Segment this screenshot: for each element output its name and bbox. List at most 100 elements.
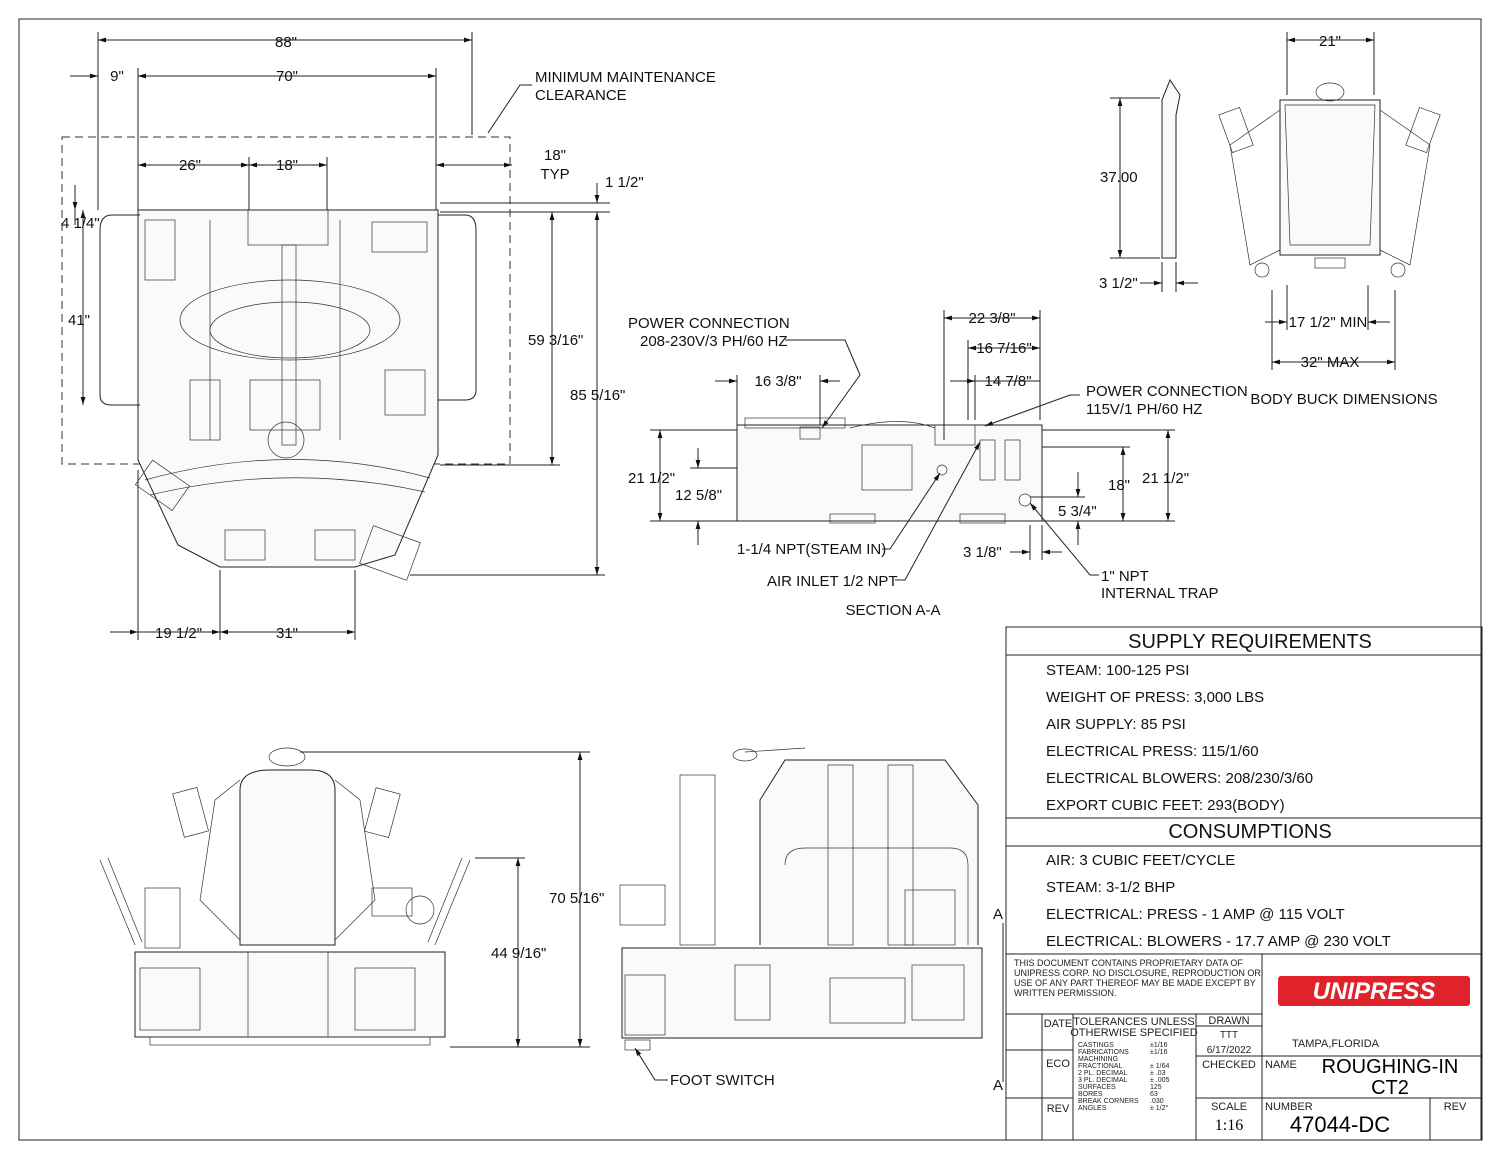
dim-26: 26" [179, 157, 201, 174]
proprietary-notice-line: WRITTEN PERMISSION. [1014, 988, 1117, 998]
side-view: FOOT SWITCH A A [619, 747, 1004, 1094]
right-handle [438, 214, 477, 401]
consumption-item: STEAM: 3-1/2 BHP [1046, 879, 1175, 896]
maintenance-clearance-label-1: MINIMUM MAINTENANCE [535, 69, 716, 86]
power-connection-1-title: POWER CONNECTION [628, 315, 790, 332]
dim-4-1-4: 4 1/4" [61, 215, 100, 232]
supply-item: AIR SUPPLY: 85 PSI [1046, 716, 1186, 733]
name-label: NAME [1265, 1059, 1297, 1071]
tolerance-row-value: ± 1/64 [1150, 1063, 1170, 1070]
dim-70-5-16: 70 5/16" [549, 890, 604, 907]
section-mark-top: A [993, 906, 1003, 923]
drawing-name-2: CT2 [1371, 1077, 1409, 1099]
dim-18-typ: 18" [544, 147, 566, 164]
drawn-date: 6/17/2022 [1207, 1045, 1252, 1056]
air-inlet-label: AIR INLET 1/2 NPT [767, 573, 898, 590]
location: TAMPA,FLORIDA [1292, 1038, 1380, 1050]
dim-14-7-8: 14 7/8" [984, 373, 1031, 390]
supply-title: SUPPLY REQUIREMENTS [1128, 631, 1372, 653]
dim-32-max: 32" MAX [1301, 354, 1360, 371]
consumptions-title: CONSUMPTIONS [1168, 821, 1331, 843]
proprietary-notice-line: UNIPRESS CORP. NO DISCLOSURE, REPRODUCTI… [1014, 968, 1261, 978]
dim-16-3-8: 16 3/8" [754, 373, 801, 390]
maintenance-clearance-outline [61, 136, 511, 465]
maintenance-clearance-label-2: CLEARANCE [535, 87, 627, 104]
title-block: THIS DOCUMENT CONTAINS PROPRIETARY DATA … [1005, 953, 1483, 1141]
supply-item: EXPORT CUBIC FEET: 293(BODY) [1046, 797, 1285, 814]
dim-5-3-4: 5 3/4" [1058, 503, 1097, 520]
rev-label-right: REV [1444, 1101, 1467, 1113]
top-view-body [137, 209, 439, 568]
unipress-logo [1278, 976, 1470, 1006]
rev-label: REV [1047, 1103, 1070, 1115]
tolerance-label-1: TOLERANCES UNLESS [1073, 1016, 1194, 1028]
dim-59-3-16: 59 3/16" [528, 332, 583, 349]
top-view: 88" 9" 70" 26" 18" 18" TYP MINIMUM MAINT… [61, 32, 716, 642]
buck-profile [1161, 78, 1181, 259]
tolerance-row-value: 125 [1150, 1084, 1162, 1091]
supply-item: STEAM: 100-125 PSI [1046, 662, 1189, 679]
dim-37: 37.00 [1100, 169, 1138, 186]
proprietary-notice-line: THIS DOCUMENT CONTAINS PROPRIETARY DATA … [1014, 958, 1243, 968]
tolerance-row-label: FRACTIONAL [1078, 1063, 1122, 1070]
buck-front [1279, 99, 1381, 256]
side-base [621, 947, 983, 1039]
dim-12-5-8: 12 5/8" [675, 487, 722, 504]
front-view: 70 5/16" 44 9/16" [99, 747, 604, 1048]
tolerance-row-label: SURFACES [1078, 1084, 1116, 1091]
dim-21-1-2-left: 21 1/2" [628, 470, 675, 487]
checked-label: CHECKED [1202, 1059, 1256, 1071]
number-label: NUMBER [1265, 1101, 1313, 1113]
power-connection-1-spec: 208-230V/3 PH/60 HZ [640, 333, 788, 350]
tolerance-row-value: ± 1/2° [1150, 1104, 1169, 1112]
tolerance-row-label: ANGLES [1078, 1105, 1107, 1112]
tolerance-row-label: CASTINGS [1078, 1042, 1114, 1049]
dim-22-3-8: 22 3/8" [968, 310, 1015, 327]
tolerance-label-2: OTHERWISE SPECIFIED [1070, 1027, 1198, 1039]
tolerance-row-label: BORES [1078, 1091, 1103, 1098]
logo-text: UNIPRESS [1313, 978, 1436, 1005]
drawn-label: DRAWN [1208, 1015, 1249, 1027]
dim-16-7-16: 16 7/16" [976, 340, 1031, 357]
drawing-number: 47044-DC [1290, 1112, 1390, 1137]
dim-19-1-2: 19 1/2" [155, 625, 202, 642]
tolerance-row-value: ± .005 [1150, 1077, 1170, 1084]
steam-inlet-label: 1-1/4 NPT(STEAM IN) [737, 541, 886, 558]
section-label: SECTION A-A [845, 602, 940, 619]
drawing-name-1: ROUGHING-IN [1322, 1056, 1459, 1078]
dim-18-section: 18" [1108, 477, 1130, 494]
front-buck [239, 769, 336, 946]
scale-value: 1:16 [1215, 1117, 1243, 1134]
supply-item: WEIGHT OF PRESS: 3,000 LBS [1046, 689, 1264, 706]
tolerance-row-value: .030 [1150, 1098, 1164, 1105]
consumption-item: ELECTRICAL: PRESS - 1 AMP @ 115 VOLT [1046, 906, 1345, 923]
tolerance-row-value: ±1/16 [1150, 1049, 1168, 1056]
dim-9: 9" [110, 68, 124, 85]
tolerance-row-label: 3 PL. DECIMAL [1078, 1077, 1128, 1084]
dim-31: 31" [276, 625, 298, 642]
dim-21-1-2-right: 21 1/2" [1142, 470, 1189, 487]
dim-85-5-16: 85 5/16" [570, 387, 625, 404]
dim-21: 21" [1319, 33, 1341, 50]
dim-44-9-16: 44 9/16" [491, 945, 546, 962]
tolerance-row-label: 2 PL. DECIMAL [1078, 1070, 1128, 1077]
dim-88: 88" [275, 34, 297, 51]
power-connection-2-title: POWER CONNECTION [1086, 383, 1248, 400]
dim-41: 41" [68, 312, 90, 329]
dim-3-1-8: 3 1/8" [963, 544, 1002, 561]
proprietary-notice-line: USE OF ANY PART THEREOF MAY BE MADE EXCE… [1014, 978, 1256, 988]
requirements-table: SUPPLY REQUIREMENTS STEAM: 100-125 PSI WE… [1005, 626, 1483, 955]
left-handle [99, 214, 140, 406]
tolerance-row-value: 63 [1150, 1091, 1158, 1098]
front-base [134, 951, 446, 1038]
eco-label: ECO [1046, 1058, 1070, 1070]
consumption-item: AIR: 3 CUBIC FEET/CYCLE [1046, 852, 1235, 869]
section-mark-bottom: A [993, 1077, 1003, 1094]
foot-switch-label: FOOT SWITCH [670, 1072, 775, 1089]
npt-trap-label-1: 1" NPT [1101, 568, 1149, 585]
dim-18: 18" [276, 157, 298, 174]
power-connection-2-spec: 115V/1 PH/60 HZ [1086, 401, 1202, 418]
tolerance-row-value: ± .03 [1150, 1070, 1166, 1077]
buck-caption: BODY BUCK DIMENSIONS [1250, 391, 1437, 408]
npt-trap-label-2: INTERNAL TRAP [1101, 585, 1219, 602]
